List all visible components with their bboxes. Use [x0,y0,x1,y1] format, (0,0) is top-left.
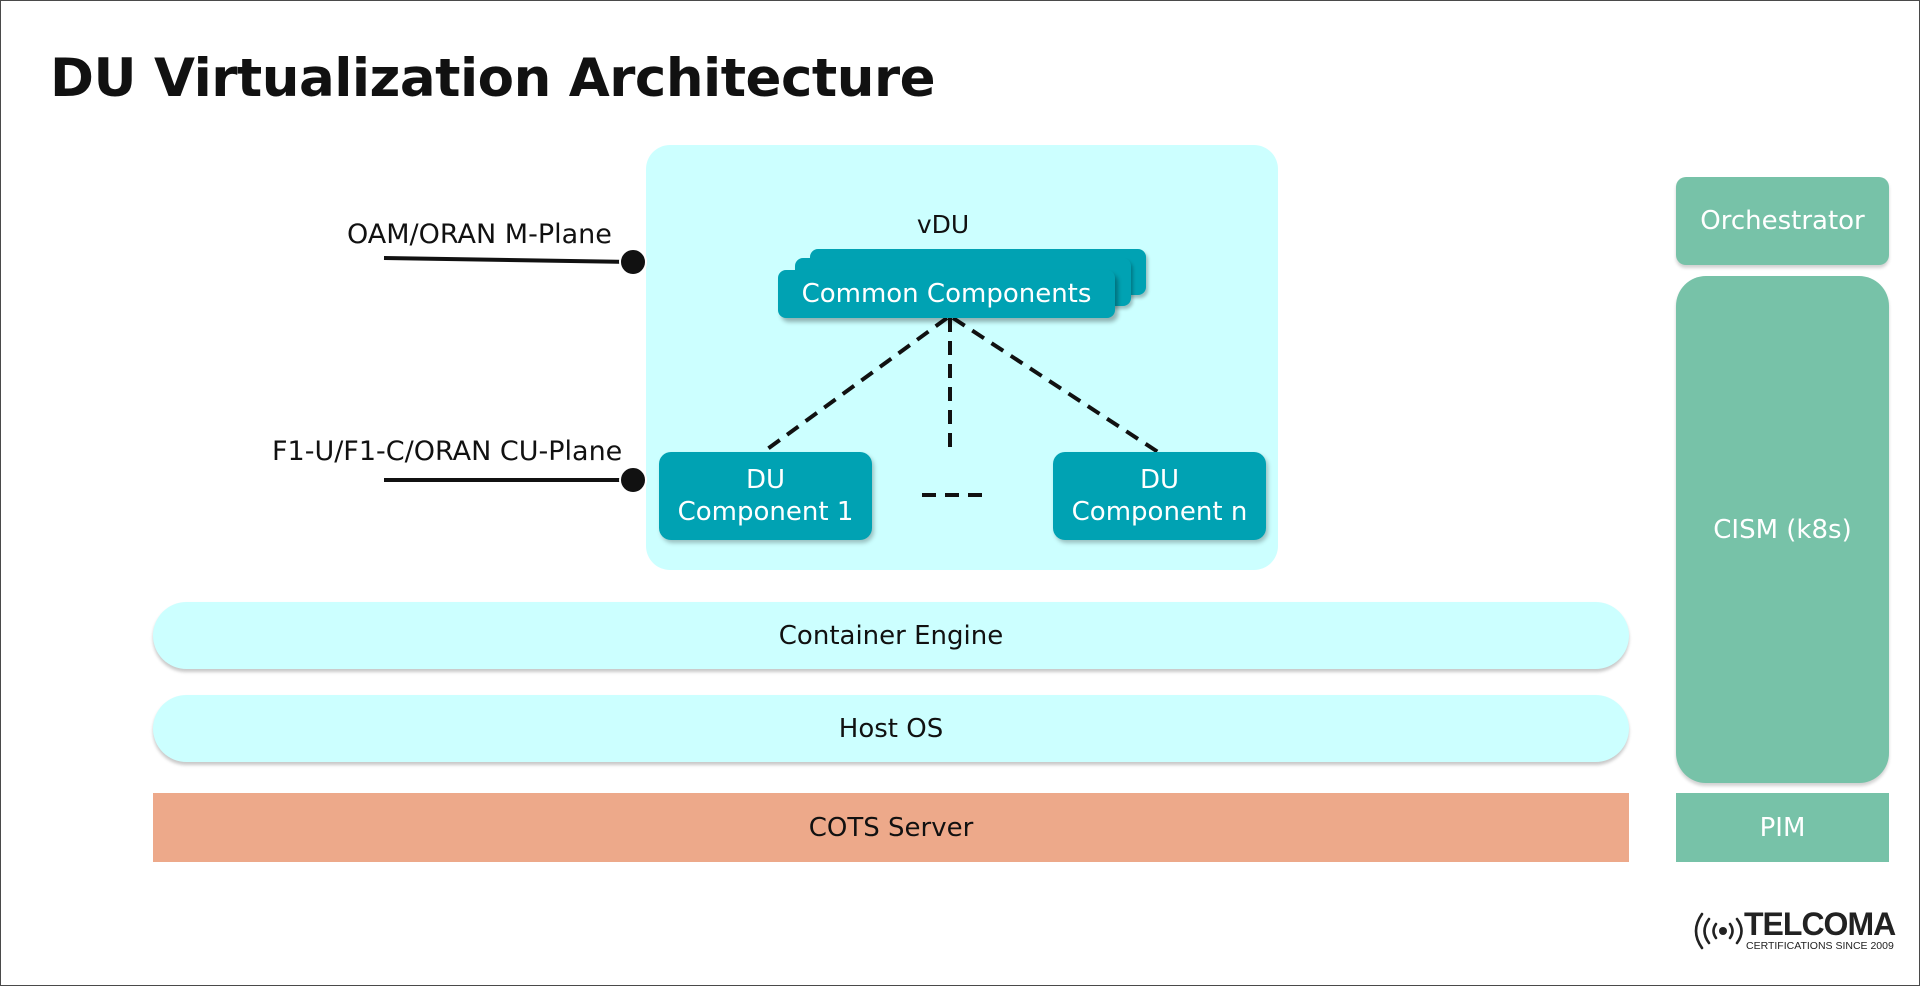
page-title: DU Virtualization Architecture [50,48,936,109]
signal-waves-icon [1694,912,1743,950]
mplane-port-dot [619,248,647,276]
host-os-layer: Host OS [153,695,1629,762]
cots-server-layer: COTS Server [153,793,1629,862]
vdu-label: vDU [916,210,970,239]
dashed-link-right [951,316,1160,454]
du-component-n-label: DU Component n [1071,465,1248,527]
logo-name: TELCOMA [1744,906,1896,942]
mplane-interface-label: OAM/ORAN M-Plane [347,219,612,250]
cism-box: CISM (k8s) [1676,276,1889,783]
common-components-label: Common Components [801,279,1092,309]
cuplane-interface-label: F1-U/F1-C/ORAN CU-Plane [272,436,623,467]
du-component-1-label: DU Component 1 [677,465,854,527]
pim-box: PIM [1676,793,1889,862]
orchestrator-box: Orchestrator [1676,177,1889,265]
container-engine-layer: Container Engine [153,602,1629,669]
du-component-1-box: DU Component 1 [659,452,872,540]
telcoma-logo: TELCOMA CERTIFICATIONS SINCE 2009 [1688,906,1900,956]
cuplane-port-dot [619,466,647,494]
common-components-box: Common Components [778,270,1115,318]
orchestrator-label: Orchestrator [1700,206,1865,236]
cots-server-label: COTS Server [808,812,974,843]
cism-label: CISM (k8s) [1713,514,1852,545]
host-os-label: Host OS [838,713,944,744]
logo-tagline: CERTIFICATIONS SINCE 2009 [1746,940,1894,952]
container-engine-label: Container Engine [778,620,1004,651]
dashed-link-left [760,316,949,455]
du-component-n-box: DU Component n [1053,452,1266,540]
mplane-interface-line [383,256,634,264]
pim-label: PIM [1759,812,1806,843]
